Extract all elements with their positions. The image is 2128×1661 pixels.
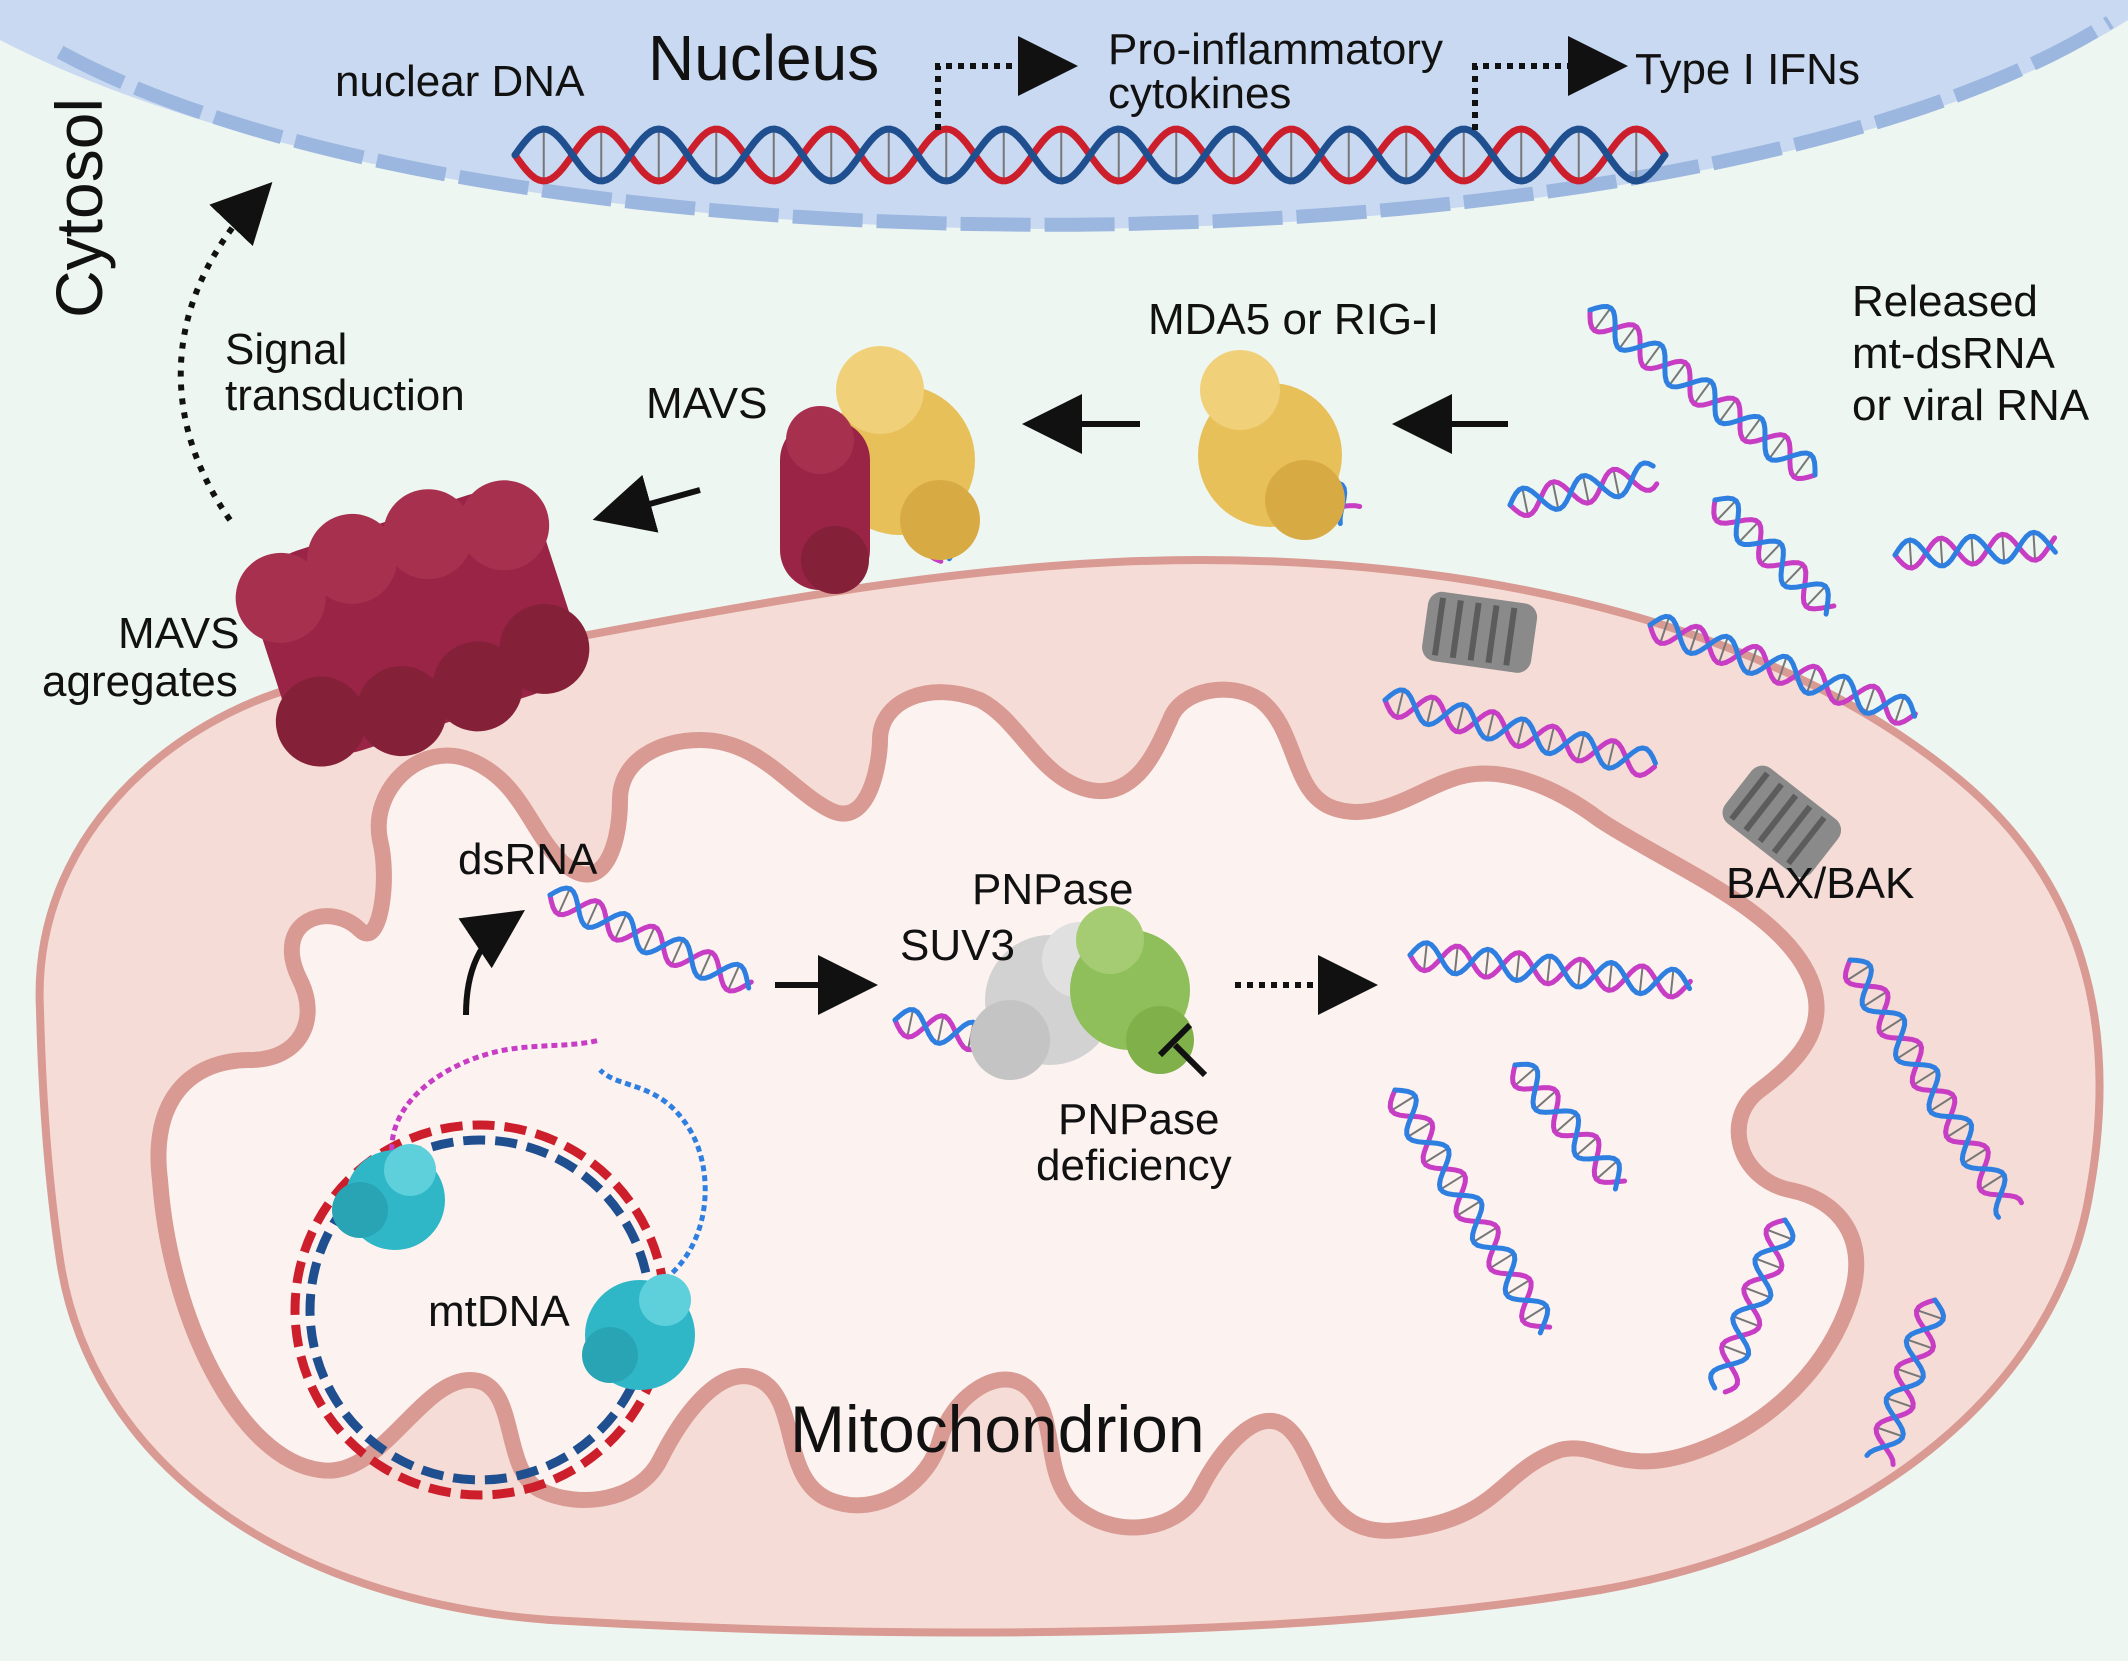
bax-bak-label: BAX/BAK <box>1726 859 1914 908</box>
signal-transduction-label-line1: Signal <box>225 325 347 374</box>
mavs-aggregates-icon <box>235 480 590 767</box>
mavs-aggregates-label-line1: MAVS <box>118 609 239 658</box>
nuclear-dna-label: nuclear DNA <box>335 57 585 106</box>
pnpase-label: PNPase <box>972 865 1133 914</box>
mavs-aggregates-label-line2: agregates <box>42 657 238 706</box>
rna-strand-icon-14 <box>1864 1297 1947 1467</box>
rna-strand-icon-9 <box>1407 940 1693 1000</box>
rna-strand-icon-5 <box>1647 613 1918 726</box>
inhibition-t-bar-icon <box>1157 1022 1208 1078</box>
mda5-protein-icon <box>1198 350 1345 540</box>
bax-bak-pore-icon-2 <box>1722 765 1842 878</box>
mt-transcript-blue <box>598 1068 708 1303</box>
mitochondrion <box>35 555 2104 1637</box>
mtdna-label: mtDNA <box>428 1287 570 1336</box>
nucleus-label: Nucleus <box>648 22 879 94</box>
tfam-protein-icon-1 <box>332 1144 445 1250</box>
tfam-protein-icon-2 <box>582 1274 695 1390</box>
rna-strand-icon-10 <box>1842 957 2024 1220</box>
rna-strand-icon-11 <box>1387 1087 1553 1336</box>
rna-strand-icon-13 <box>1708 1217 1796 1395</box>
pro-inflammatory-label-line1: Pro-inflammatory <box>1108 25 1443 74</box>
mito-inner-membrane <box>150 681 1865 1539</box>
pro-inflammatory-label-line2: cytokines <box>1108 69 1291 118</box>
suv3-label: SUV3 <box>900 921 1015 970</box>
cytosol-label: Cytosol <box>42 98 116 318</box>
nuclear-dna-strand <box>511 125 1669 185</box>
rna-strand-icon-3 <box>1711 495 1837 617</box>
dsrna-label: dsRNA <box>458 835 598 884</box>
arrow-mavs-to-aggregates <box>592 474 701 533</box>
rna-strand-icon-6 <box>1382 687 1658 779</box>
pnpase-deficiency-label-line1: PNPase <box>1058 1095 1219 1144</box>
pnpase-deficiency-label-line2: deficiency <box>1036 1141 1232 1190</box>
arrow-to-type1-ifns <box>1472 36 1628 130</box>
mavs-helicase-complex-icon <box>780 346 980 594</box>
arrow-to-pro-inflammatory <box>935 36 1078 130</box>
arrow-mtdna-to-dsrna <box>458 910 525 1016</box>
rna-strand-icon-1 <box>1587 303 1818 482</box>
mda5-rigi-label: MDA5 or RIG-I <box>1148 295 1439 344</box>
mt-transcript-pink <box>389 1037 601 1171</box>
nuclear-dna-helix-icon <box>511 125 1669 185</box>
released-label-line3: or viral RNA <box>1852 381 2090 430</box>
rna-strand-icon-7 <box>547 885 754 994</box>
mavs-label: MAVS <box>646 379 767 428</box>
released-label-line1: Released <box>1852 277 2038 326</box>
rna-strand-icon-4 <box>1892 529 2058 571</box>
rna-strand-icon-2 <box>1507 460 1660 518</box>
released-label-line2: mt-dsRNA <box>1852 329 2056 378</box>
signal-transduction-label-line2: transduction <box>225 371 465 420</box>
rna-strand-icon-12 <box>1510 1061 1628 1192</box>
mitochondrion-label: Mitochondrion <box>790 1392 1205 1466</box>
pnpase-protein-icon <box>1070 906 1194 1074</box>
arrows <box>177 36 1628 1078</box>
bax-bak-pore-icon-1 <box>1422 591 1538 673</box>
type1-ifns-label: Type I IFNs <box>1635 45 1860 94</box>
arrow-signal-transduction <box>177 181 273 522</box>
